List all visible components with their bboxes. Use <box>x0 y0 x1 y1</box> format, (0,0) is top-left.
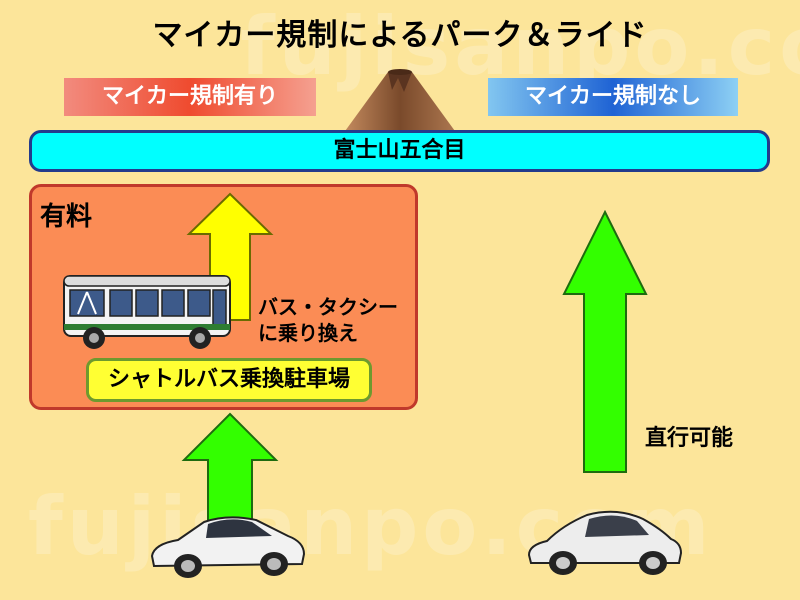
bus-illustration <box>63 275 231 349</box>
transfer-text-line2: に乗り換え <box>258 321 358 345</box>
transfer-text-line1: バス・タクシー <box>258 295 398 319</box>
summit-bar: 富士山五合目 <box>29 130 770 172</box>
summit-label: 富士山五合目 <box>333 138 466 163</box>
diagram-title: マイカー規制によるパーク＆ライド <box>152 18 648 53</box>
direct-arrow <box>562 210 648 473</box>
direct-access-text: 直行可能 <box>645 426 734 451</box>
car-left-illustration <box>150 516 306 578</box>
unrestricted-label: マイカー規制なし <box>488 78 738 116</box>
mountain-illustration <box>340 69 460 138</box>
shuttle-parking-box: シャトルバス乗換駐車場 <box>86 358 372 402</box>
car-right-illustration <box>527 510 683 575</box>
restricted-label: マイカー規制有り <box>64 78 316 116</box>
transfer-text: バス・タクシー に乗り換え <box>258 294 398 346</box>
shuttle-parking-label: シャトルバス乗換駐車場 <box>107 367 350 392</box>
paid-label: 有料 <box>40 202 93 232</box>
